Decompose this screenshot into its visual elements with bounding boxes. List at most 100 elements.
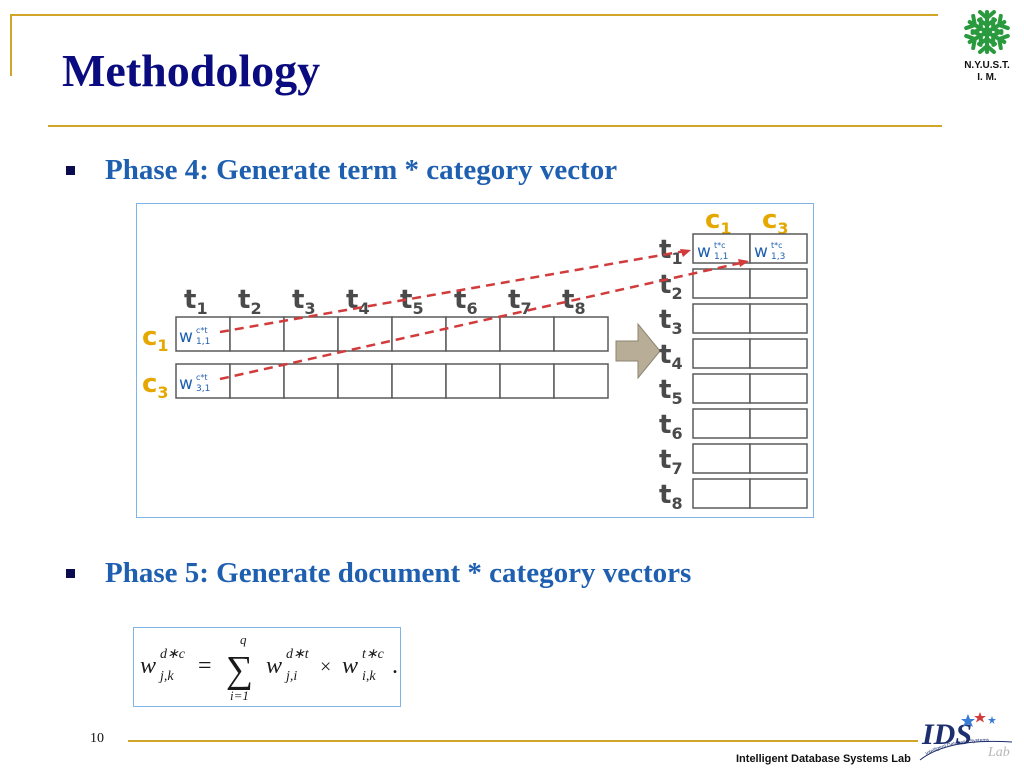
formula-lhs-sub: j,k bbox=[158, 669, 174, 684]
vector-cell bbox=[749, 478, 808, 509]
matrix-cell bbox=[553, 316, 609, 352]
formula-lower-limit: i=1 bbox=[230, 688, 249, 703]
matrix-cell bbox=[445, 363, 501, 399]
footer-lab-name: Intelligent Database Systems Lab bbox=[736, 753, 911, 765]
row-term-label: t6 bbox=[659, 410, 683, 443]
row-term-label: t3 bbox=[659, 305, 683, 338]
row-term-label: t4 bbox=[659, 340, 683, 373]
vector-cell bbox=[692, 338, 751, 369]
vector-cell bbox=[692, 303, 751, 334]
vector-cell bbox=[749, 443, 808, 474]
institution-name-line2: I. M. bbox=[977, 72, 997, 83]
formula-term2-sub: i,k bbox=[362, 669, 376, 684]
weight-sub: 1,3 bbox=[771, 252, 785, 262]
formula-lhs-sup: d∗c bbox=[160, 647, 186, 662]
weight-letter: w bbox=[179, 327, 193, 347]
column-category-label: c1 bbox=[705, 205, 732, 238]
formula-sigma: ∑ bbox=[226, 649, 253, 691]
bullet-square-icon bbox=[66, 569, 75, 578]
logo-script: Lab bbox=[987, 745, 1010, 760]
transform-arrow-icon bbox=[615, 322, 661, 380]
vector-cell bbox=[749, 373, 808, 404]
column-term-label: t6 bbox=[454, 285, 478, 318]
row-term-label: t2 bbox=[659, 270, 683, 303]
vector-cell bbox=[749, 303, 808, 334]
arrowhead-icon bbox=[738, 259, 749, 267]
ids-lab-logo: IDS Lab Intelligent Database Systems bbox=[908, 708, 1022, 766]
row-term-label: t1 bbox=[659, 235, 683, 268]
matrix-cell bbox=[553, 363, 609, 399]
frame-top-line bbox=[10, 14, 938, 16]
matrix-cell bbox=[283, 316, 339, 352]
formula-equals: = bbox=[198, 653, 212, 679]
vector-cell bbox=[749, 408, 808, 439]
vector-cell bbox=[692, 233, 751, 264]
matrix-cell bbox=[391, 363, 447, 399]
vector-cell bbox=[692, 408, 751, 439]
row-category-label: c1 bbox=[142, 322, 169, 355]
formula-upper-limit: q bbox=[240, 632, 247, 647]
institution-name-line1: N.Y.U.S.T. bbox=[964, 60, 1010, 71]
column-term-label: t5 bbox=[400, 285, 424, 318]
row-term-label: t8 bbox=[659, 480, 683, 513]
arrowhead-icon bbox=[680, 249, 691, 257]
logo-branch bbox=[985, 13, 1010, 35]
weight-sub: 3,1 bbox=[196, 384, 210, 394]
column-category-label: c3 bbox=[762, 205, 789, 238]
matrix-cell bbox=[229, 363, 285, 399]
matrix-cell bbox=[499, 363, 555, 399]
bullet-text: Phase 5: Generate document * category ve… bbox=[105, 557, 692, 589]
logo-branch bbox=[977, 10, 997, 34]
vector-cell bbox=[692, 478, 751, 509]
matrix-cell bbox=[283, 363, 339, 399]
page-number: 10 bbox=[90, 731, 104, 746]
formula-term1-sub: j,i bbox=[284, 669, 297, 684]
vector-cell bbox=[692, 268, 751, 299]
bullet-phase-5: Phase 5: Generate document * category ve… bbox=[66, 557, 691, 590]
matrix-cell bbox=[175, 363, 231, 399]
footer-line bbox=[128, 740, 918, 742]
vector-cell bbox=[749, 338, 808, 369]
logo-branch bbox=[977, 30, 997, 54]
formula-period: . bbox=[392, 653, 398, 679]
bullet-text: Phase 4: Generate term * category vector bbox=[105, 154, 618, 186]
ids-logo-icon: IDS Lab Intelligent Database Systems bbox=[919, 712, 1013, 761]
weight-sup: c*t bbox=[196, 326, 208, 335]
institution-logo: N.Y.U.S.T. I. M. bbox=[952, 4, 1022, 88]
logo-branch bbox=[964, 13, 989, 35]
formula-w: w bbox=[266, 653, 282, 679]
column-term-label: t7 bbox=[508, 285, 532, 318]
weight-letter: w bbox=[179, 374, 193, 394]
vector-cell bbox=[692, 443, 751, 474]
formula-box: w d∗c j,k = q ∑ i=1 w d∗t j,i × w t∗c i,… bbox=[133, 627, 401, 707]
formula-w: w bbox=[140, 653, 156, 679]
logo-branch bbox=[984, 29, 1010, 51]
matrix-cell bbox=[229, 316, 285, 352]
logo-stars-icon bbox=[961, 712, 996, 727]
diagram-canvas: t1t2t3t4t5t6t7t8c1wc*t1,1c3wc*t3,1c1c3t1… bbox=[142, 205, 808, 513]
slide-title: Methodology bbox=[62, 45, 321, 96]
weight-sub: 1,1 bbox=[196, 337, 210, 347]
frame-left-line bbox=[10, 14, 12, 76]
vector-cell bbox=[749, 268, 808, 299]
formula-term2-sup: t∗c bbox=[362, 647, 385, 662]
weight-sup: c*t bbox=[196, 373, 208, 382]
matrix-cell bbox=[391, 316, 447, 352]
weight-letter: w bbox=[754, 242, 768, 262]
weight-letter: w bbox=[697, 242, 711, 262]
weight-sup: t*c bbox=[714, 241, 726, 250]
row-term-label: t5 bbox=[659, 375, 683, 408]
logo-center bbox=[982, 27, 992, 37]
column-term-label: t1 bbox=[184, 285, 208, 318]
weight-sup: t*c bbox=[771, 241, 783, 250]
title-underline bbox=[48, 125, 942, 127]
snowflake-logo-icon bbox=[964, 10, 1010, 54]
matrix-cell bbox=[499, 316, 555, 352]
logo-arc bbox=[919, 740, 1013, 761]
vector-cell bbox=[692, 373, 751, 404]
bullet-phase-4: Phase 4: Generate term * category vector bbox=[66, 154, 617, 187]
weight-sub: 1,1 bbox=[714, 252, 728, 262]
